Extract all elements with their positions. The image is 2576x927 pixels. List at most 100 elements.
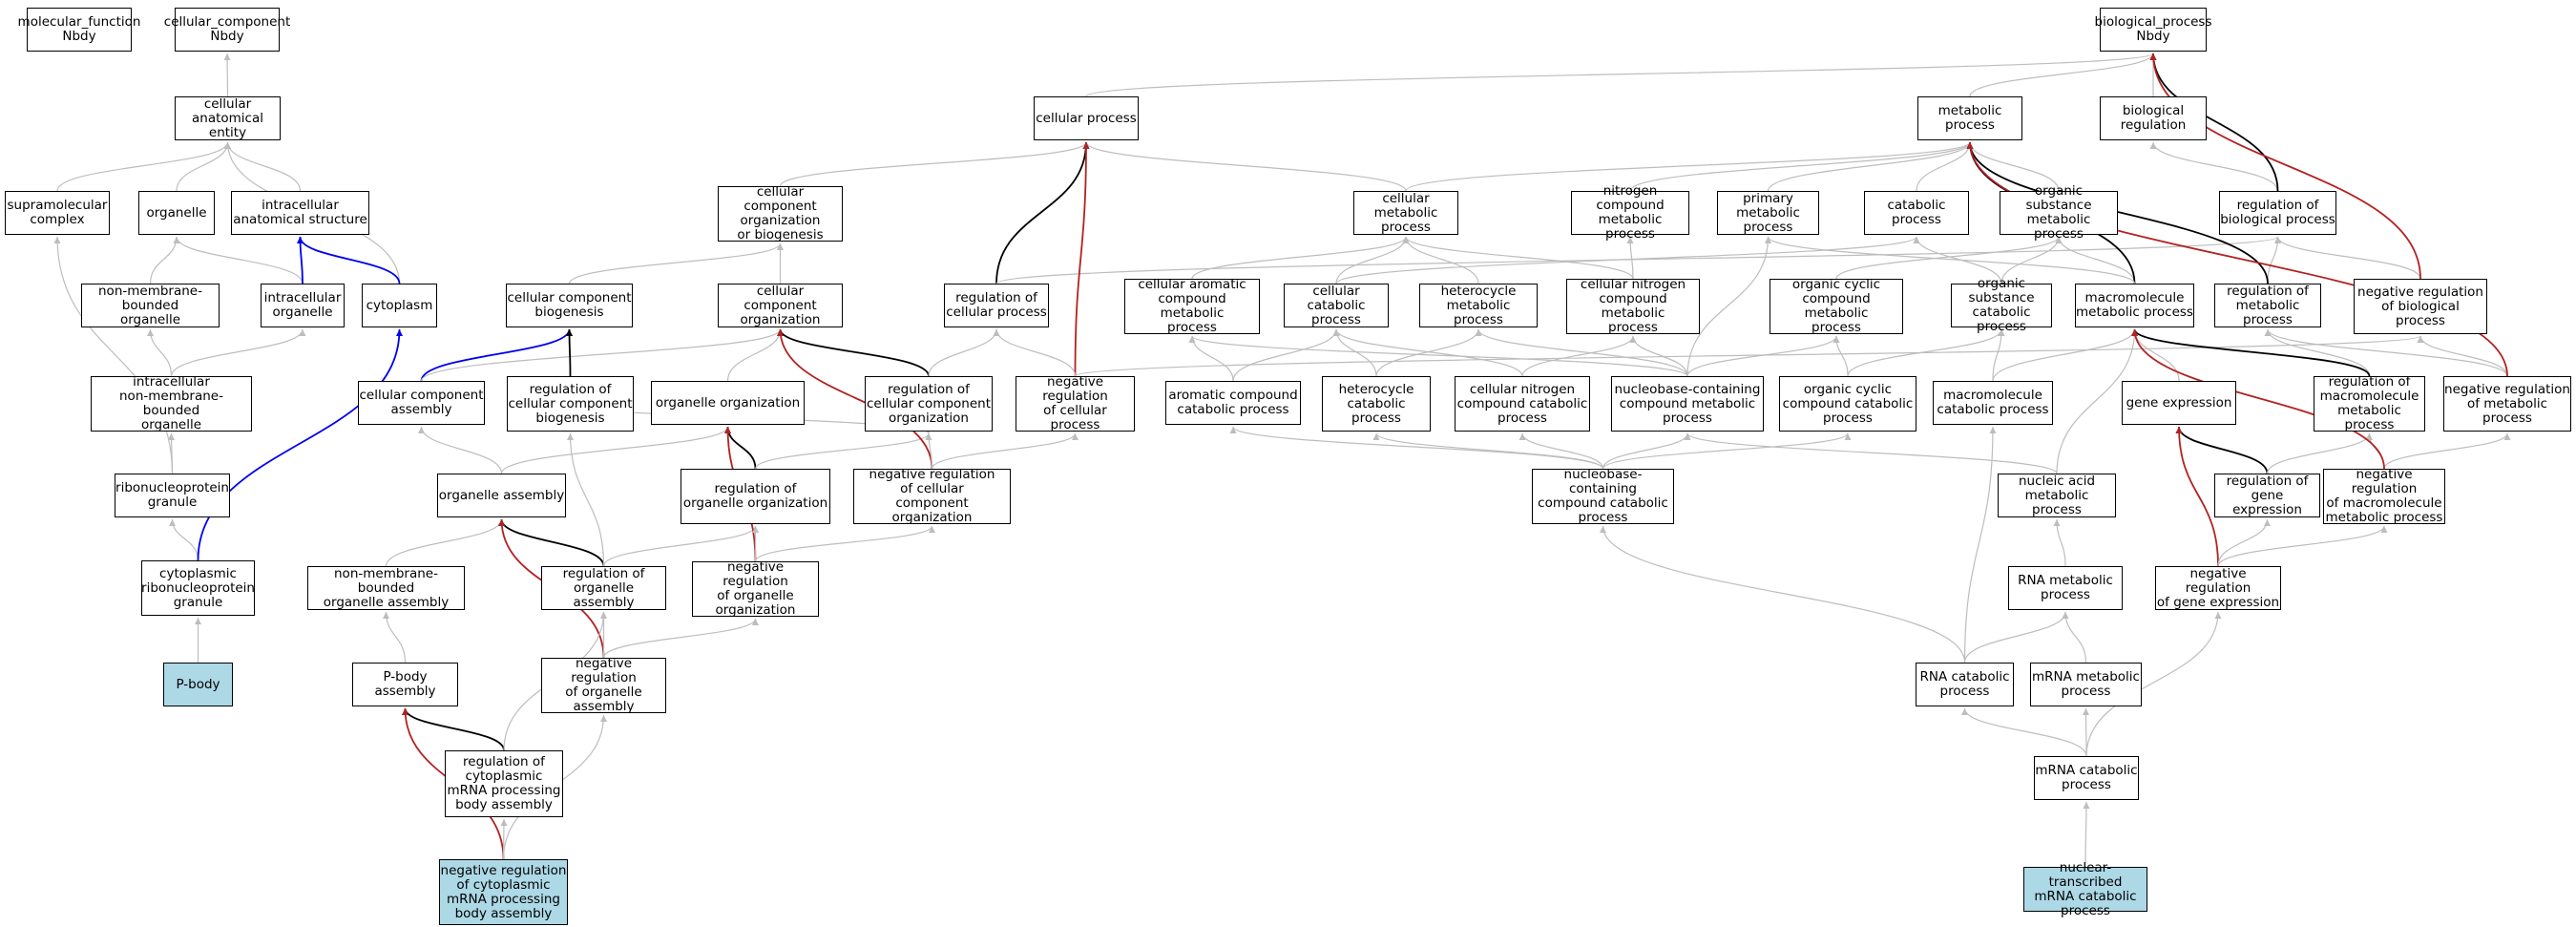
- go-term-rnamp: RNA metabolic process: [2008, 566, 2123, 610]
- edge-mccp-to-oscp: [1992, 328, 2005, 382]
- go-term-nbcmp: nucleobase-containing compound metabolic…: [1611, 376, 1764, 432]
- edge-nrcp-to-nrbp: [1074, 335, 2423, 377]
- edge-pba-to-nmboa: [383, 611, 407, 664]
- go-term-rcco: regulation of cellular component organiz…: [865, 376, 993, 432]
- go-term-nrcp: negative regulation of cellular process: [1016, 375, 1135, 432]
- edge-nrge-to-rge: [2217, 518, 2271, 567]
- edge-cnccp-to-ccatp: [1332, 328, 1523, 377]
- edge-nbccp-to-accp: [1229, 426, 1604, 470]
- edge-mp-to-bp: [1969, 53, 2157, 97]
- go-term-osmp: organic substance metabolic process: [2000, 184, 2118, 242]
- go-term-nrcco: negative regulation of cellular componen…: [853, 468, 1011, 525]
- edge-ntmrnacp-to-mrnacp: [2083, 801, 2090, 868]
- edge-mrnacp-to-rnacp: [1961, 707, 2087, 757]
- edge-cnccp-to-cncmp: [1521, 335, 1637, 377]
- edge-cmp-to-mp: [1405, 141, 1974, 192]
- go-term-ccob: cellular component organization or bioge…: [718, 185, 843, 242]
- go-term-oa: organelle assembly: [437, 474, 566, 517]
- edge-nrbp-to-bp: [2149, 53, 2421, 280]
- edge-nrcco-to-cco: [777, 328, 933, 470]
- go-term-ccatp: cellular catabolic process: [1284, 284, 1389, 327]
- go-term-nroo: negative regulation of organelle organiz…: [692, 560, 819, 618]
- go-term-bp: biological_process Nbdy: [2095, 8, 2212, 52]
- edge-accp-to-ccatp: [1232, 328, 1340, 382]
- go-term-hmp: heterocycle metabolic process: [1419, 284, 1538, 327]
- go-term-cp: cellular process: [1034, 96, 1139, 140]
- edge-roa-to-oa: [498, 518, 605, 567]
- go-term-catp: catabolic process: [1864, 191, 1969, 235]
- go-term-nmbo: non-membrane-bounded organelle: [81, 284, 220, 327]
- edge-osmp-to-mp: [1966, 141, 2060, 192]
- edge-cp-to-bp: [1085, 53, 2157, 97]
- edge-nrcp-to-cp: [1074, 141, 1090, 377]
- edge-occcp-to-occmp: [1833, 335, 1849, 377]
- edge-rccb-to-ccb: [566, 328, 574, 377]
- go-term-roa: regulation of organelle assembly: [541, 566, 666, 610]
- edge-rnpg-to-smc: [53, 236, 174, 474]
- edge-rcco-to-cco: [777, 328, 930, 377]
- edge-nrmmp-to-nrmp: [2383, 432, 2511, 470]
- edge-rmp-to-rbp: [2267, 236, 2281, 284]
- edge-nbcmp-to-cncmp: [1629, 335, 1688, 377]
- go-term-pba: P-body assembly: [352, 663, 458, 706]
- edge-nrmmp-to-macmp: [2131, 328, 2385, 470]
- go-term-nrmp: negative regulation of metabolic process: [2443, 376, 2571, 432]
- go-term-ccb: cellular component biogenesis: [506, 284, 633, 327]
- edge-crnpg-to-cyto: [197, 328, 403, 561]
- edge-roa-to-roo: [602, 525, 759, 567]
- edge-hcp-to-hmp: [1375, 328, 1482, 377]
- edge-crnpg-to-rnpg: [169, 518, 199, 561]
- go-term-pmp: primary metabolic process: [1717, 191, 1819, 235]
- go-term-ncmp: nitrogen compound metabolic process: [1571, 184, 1689, 242]
- edge-rmmp-to-macmp: [2131, 328, 2371, 377]
- edge-mrnacp-to-nrge: [2085, 611, 2222, 757]
- go-term-rccb: regulation of cellular component biogene…: [507, 376, 634, 432]
- go-term-rge: regulation of gene expression: [2214, 474, 2320, 517]
- go-term-smc: supramolecular complex: [5, 191, 110, 235]
- go-term-accp: aromatic compound catabolic process: [1165, 381, 1301, 425]
- edge-ncmp-to-mp: [1629, 141, 1974, 192]
- go-term-cco: cellular component organization: [718, 284, 843, 327]
- edge-nrmmp-to-rmmp: [2366, 432, 2385, 470]
- edge-rnamp-to-namp: [2053, 518, 2066, 567]
- edge-smc-to-cae: [56, 141, 231, 192]
- edge-mccp-to-macmp: [1992, 328, 2138, 382]
- edge-ge-to-macmp: [2131, 328, 2180, 382]
- edge-oa-to-oo: [500, 426, 731, 474]
- go-term-occcp: organic cyclic compound catabolic proces…: [1779, 376, 1916, 432]
- go-term-cacmp: cellular aromatic compound metabolic pro…: [1124, 278, 1260, 335]
- go-term-hcp: heterocycle catabolic process: [1322, 376, 1431, 432]
- edge-macmp-to-pmp: [1765, 236, 2136, 284]
- go-term-cca: cellular component assembly: [358, 381, 485, 425]
- edge-nmbo-to-org: [149, 236, 180, 284]
- go-term-rmp: regulation of metabolic process: [2214, 284, 2321, 327]
- go-term-occmp: organic cyclic compound metabolic proces…: [1770, 278, 1903, 335]
- go-term-rbp: regulation of biological process: [2219, 191, 2336, 235]
- edge-rcmpba-to-pba: [402, 707, 505, 751]
- go-term-cae: cellular anatomical entity: [175, 96, 281, 140]
- edge-nrge-to-nrmmp: [2217, 525, 2388, 567]
- edge-rge-to-ge: [2175, 426, 2269, 474]
- go-term-roo: regulation of organelle organization: [681, 469, 830, 524]
- edge-nrge-to-ge: [2175, 426, 2219, 567]
- edge-roo-to-rcco: [754, 432, 932, 470]
- edge-nbccp-to-occcp: [1602, 432, 1852, 470]
- go-term-mp: metabolic process: [1917, 96, 2022, 140]
- go-term-macmp: macromolecule metabolic process: [2075, 284, 2194, 327]
- go-term-nrcmpba: negative regulation of cytoplasmic mRNA …: [439, 859, 568, 925]
- edge-io-to-org: [173, 236, 304, 284]
- go-term-rcp: regulation of cellular process: [944, 284, 1049, 327]
- edge-io-to-ias: [297, 236, 304, 284]
- edge-nrbp-to-rbp: [2274, 236, 2421, 280]
- go-term-ge: gene expression: [2122, 381, 2236, 425]
- edge-cmp-to-cp: [1082, 141, 1407, 192]
- edge-cae-to-cc: [223, 53, 231, 97]
- edge-nbcmp-to-cacmp: [1188, 335, 1688, 377]
- edge-nbccp-to-nbcmp: [1602, 432, 1691, 470]
- edge-rbp-to-breg: [2149, 141, 2279, 192]
- go-term-io: intracellular organelle: [261, 284, 345, 327]
- edge-occcp-to-oscp: [1847, 328, 2005, 377]
- edge-rnacp-to-rnamp: [1963, 611, 2069, 664]
